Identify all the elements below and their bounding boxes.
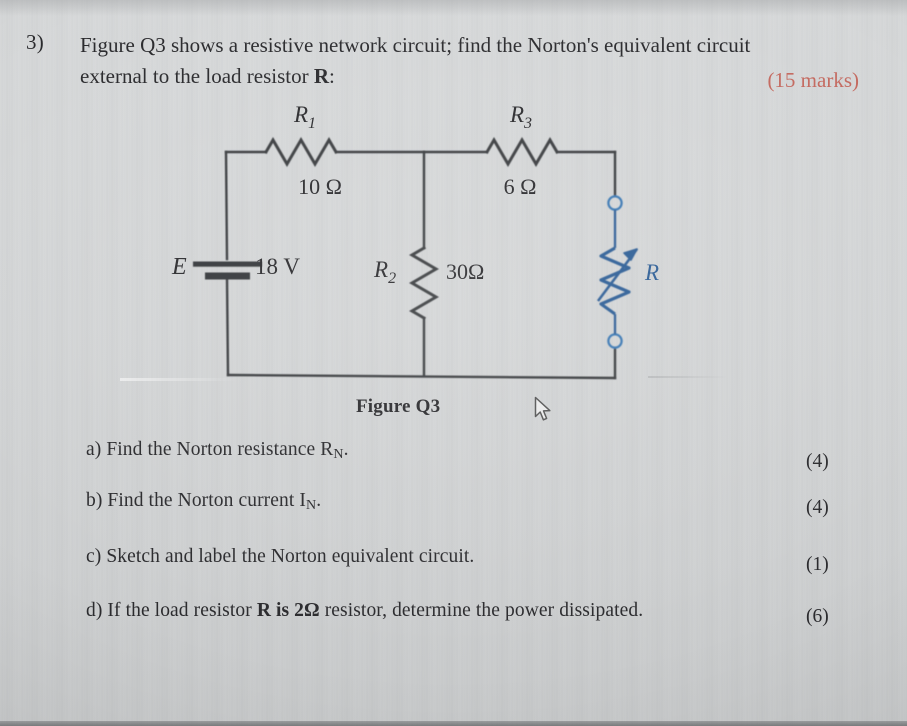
- label-r1: R1: [293, 102, 316, 132]
- voltage-source-symbol: [193, 261, 262, 280]
- subquestion-c: c) Sketch and label the Norton equivalen…: [86, 546, 474, 568]
- subquestion-a: a) Find the Norton resistance RN.: [86, 439, 349, 463]
- wire-left-upper: [224, 150, 229, 261]
- question-line-2: external to the load resistor R:: [80, 61, 870, 92]
- wire-left-lower: [225, 276, 230, 377]
- label-source: E: [171, 254, 187, 280]
- subquestion-b-tail: .: [316, 490, 322, 511]
- battery-short-plate: [205, 272, 250, 280]
- subquestion-b: b) Find the Norton current IN.: [86, 490, 321, 514]
- resistor-r3-zigzag: [484, 137, 560, 167]
- value-r2: 30Ω: [446, 259, 484, 284]
- subquestion-b-sub: N: [305, 497, 317, 514]
- value-r1: 10 Ω: [298, 174, 342, 199]
- load-resistor-symbol: R: [313, 64, 330, 88]
- resistor-r2-zigzag: [409, 245, 439, 321]
- label-load-resistor: R: [644, 260, 659, 285]
- total-marks: (15 marks): [767, 68, 859, 92]
- circuit-wires: [224, 137, 617, 380]
- question-line-2-post: :: [329, 64, 335, 88]
- figure-caption: Figure Q3: [356, 396, 441, 417]
- wire-bottom-rail: [226, 373, 617, 380]
- subquestion-a-tail: .: [343, 439, 349, 460]
- value-r3: 6 Ω: [504, 174, 537, 199]
- marks-c: (1): [806, 554, 829, 575]
- subquestion-b-label: b) Find the Norton current I: [86, 490, 306, 511]
- variable-resistor-arrow-head: [623, 248, 638, 261]
- question-line-1: Figure Q3 shows a resistive network circ…: [80, 33, 751, 57]
- terminal-top-circle: [607, 195, 623, 211]
- cursor-arrow-shape: [534, 396, 551, 421]
- marks-b: (4): [806, 497, 829, 518]
- battery-long-plate: [193, 261, 262, 267]
- marks-d: (6): [806, 606, 829, 627]
- circuit-diagram: R1 10 Ω R3 6 Ω R2 30Ω E 18 V R: [0, 96, 907, 396]
- subquestion-a-sub: N: [333, 446, 344, 463]
- question-number: 3): [26, 30, 45, 54]
- subquestion-d: d) If the load resistor R is 2Ω resistor…: [86, 600, 643, 622]
- screen-bottom-edge: [0, 721, 907, 726]
- variable-resistor-zigzag: [599, 246, 631, 316]
- subquestion-d-bold: R is 2Ω: [256, 600, 320, 621]
- arrow-pointer-icon: [534, 396, 554, 424]
- resistor-r1-zigzag: [263, 137, 339, 167]
- terminal-bottom-circle: [607, 333, 623, 349]
- value-source: 18 V: [255, 254, 300, 279]
- label-r3: R3: [509, 102, 532, 132]
- question-line-2-pre: external to the load resistor: [80, 64, 314, 88]
- subquestion-a-label: a) Find the Norton resistance R: [86, 439, 334, 460]
- question-statement: Figure Q3 shows a resistive network circ…: [80, 30, 870, 92]
- load-resistor-branch: [596, 195, 639, 349]
- subquestion-d-label: d) If the load resistor: [86, 600, 257, 621]
- marks-a: (4): [806, 451, 829, 472]
- label-r2: R2: [373, 257, 396, 287]
- subquestion-d-post: resistor, determine the power dissipated…: [319, 600, 644, 621]
- subquestion-c-label: c) Sketch and label the Norton equivalen…: [86, 546, 475, 567]
